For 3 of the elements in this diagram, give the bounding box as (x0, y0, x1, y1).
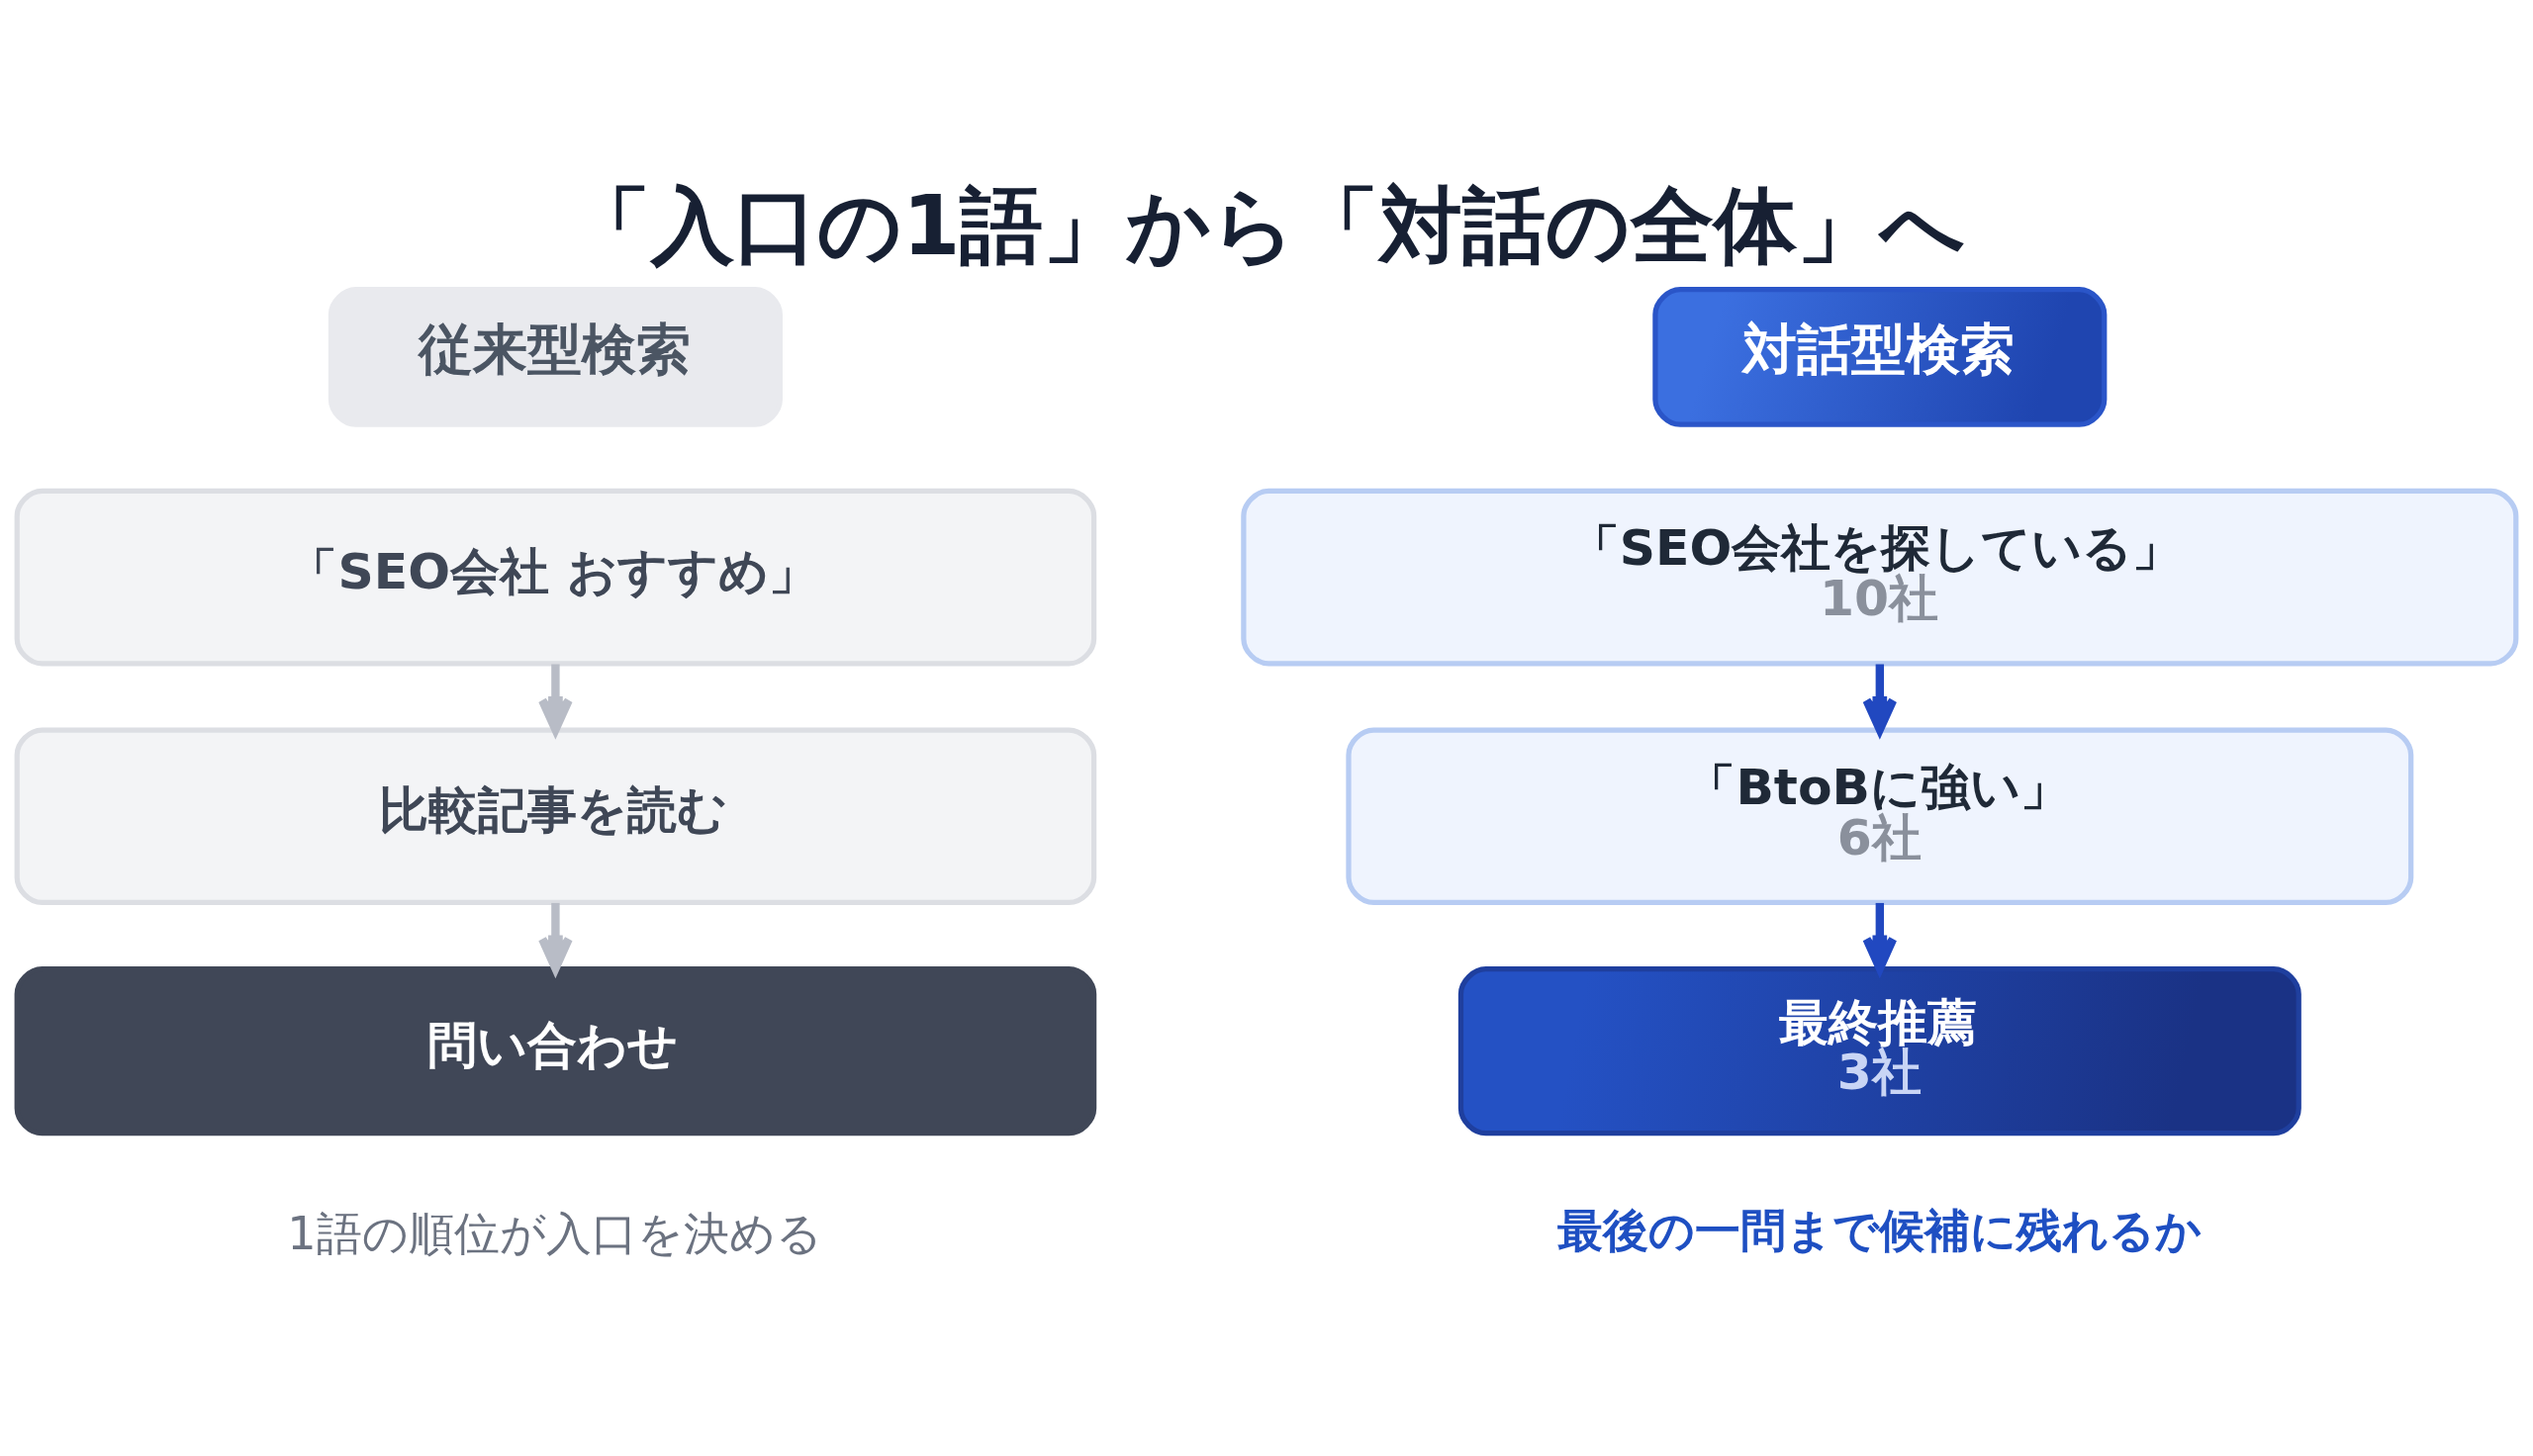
diagram-title: 「入口の1語」から「対話の全体」へ (568, 176, 1966, 274)
label: 最後の一問まで候補に残れるか (1557, 1204, 2203, 1258)
label: 1語の順位が入口を決める (287, 1206, 822, 1260)
